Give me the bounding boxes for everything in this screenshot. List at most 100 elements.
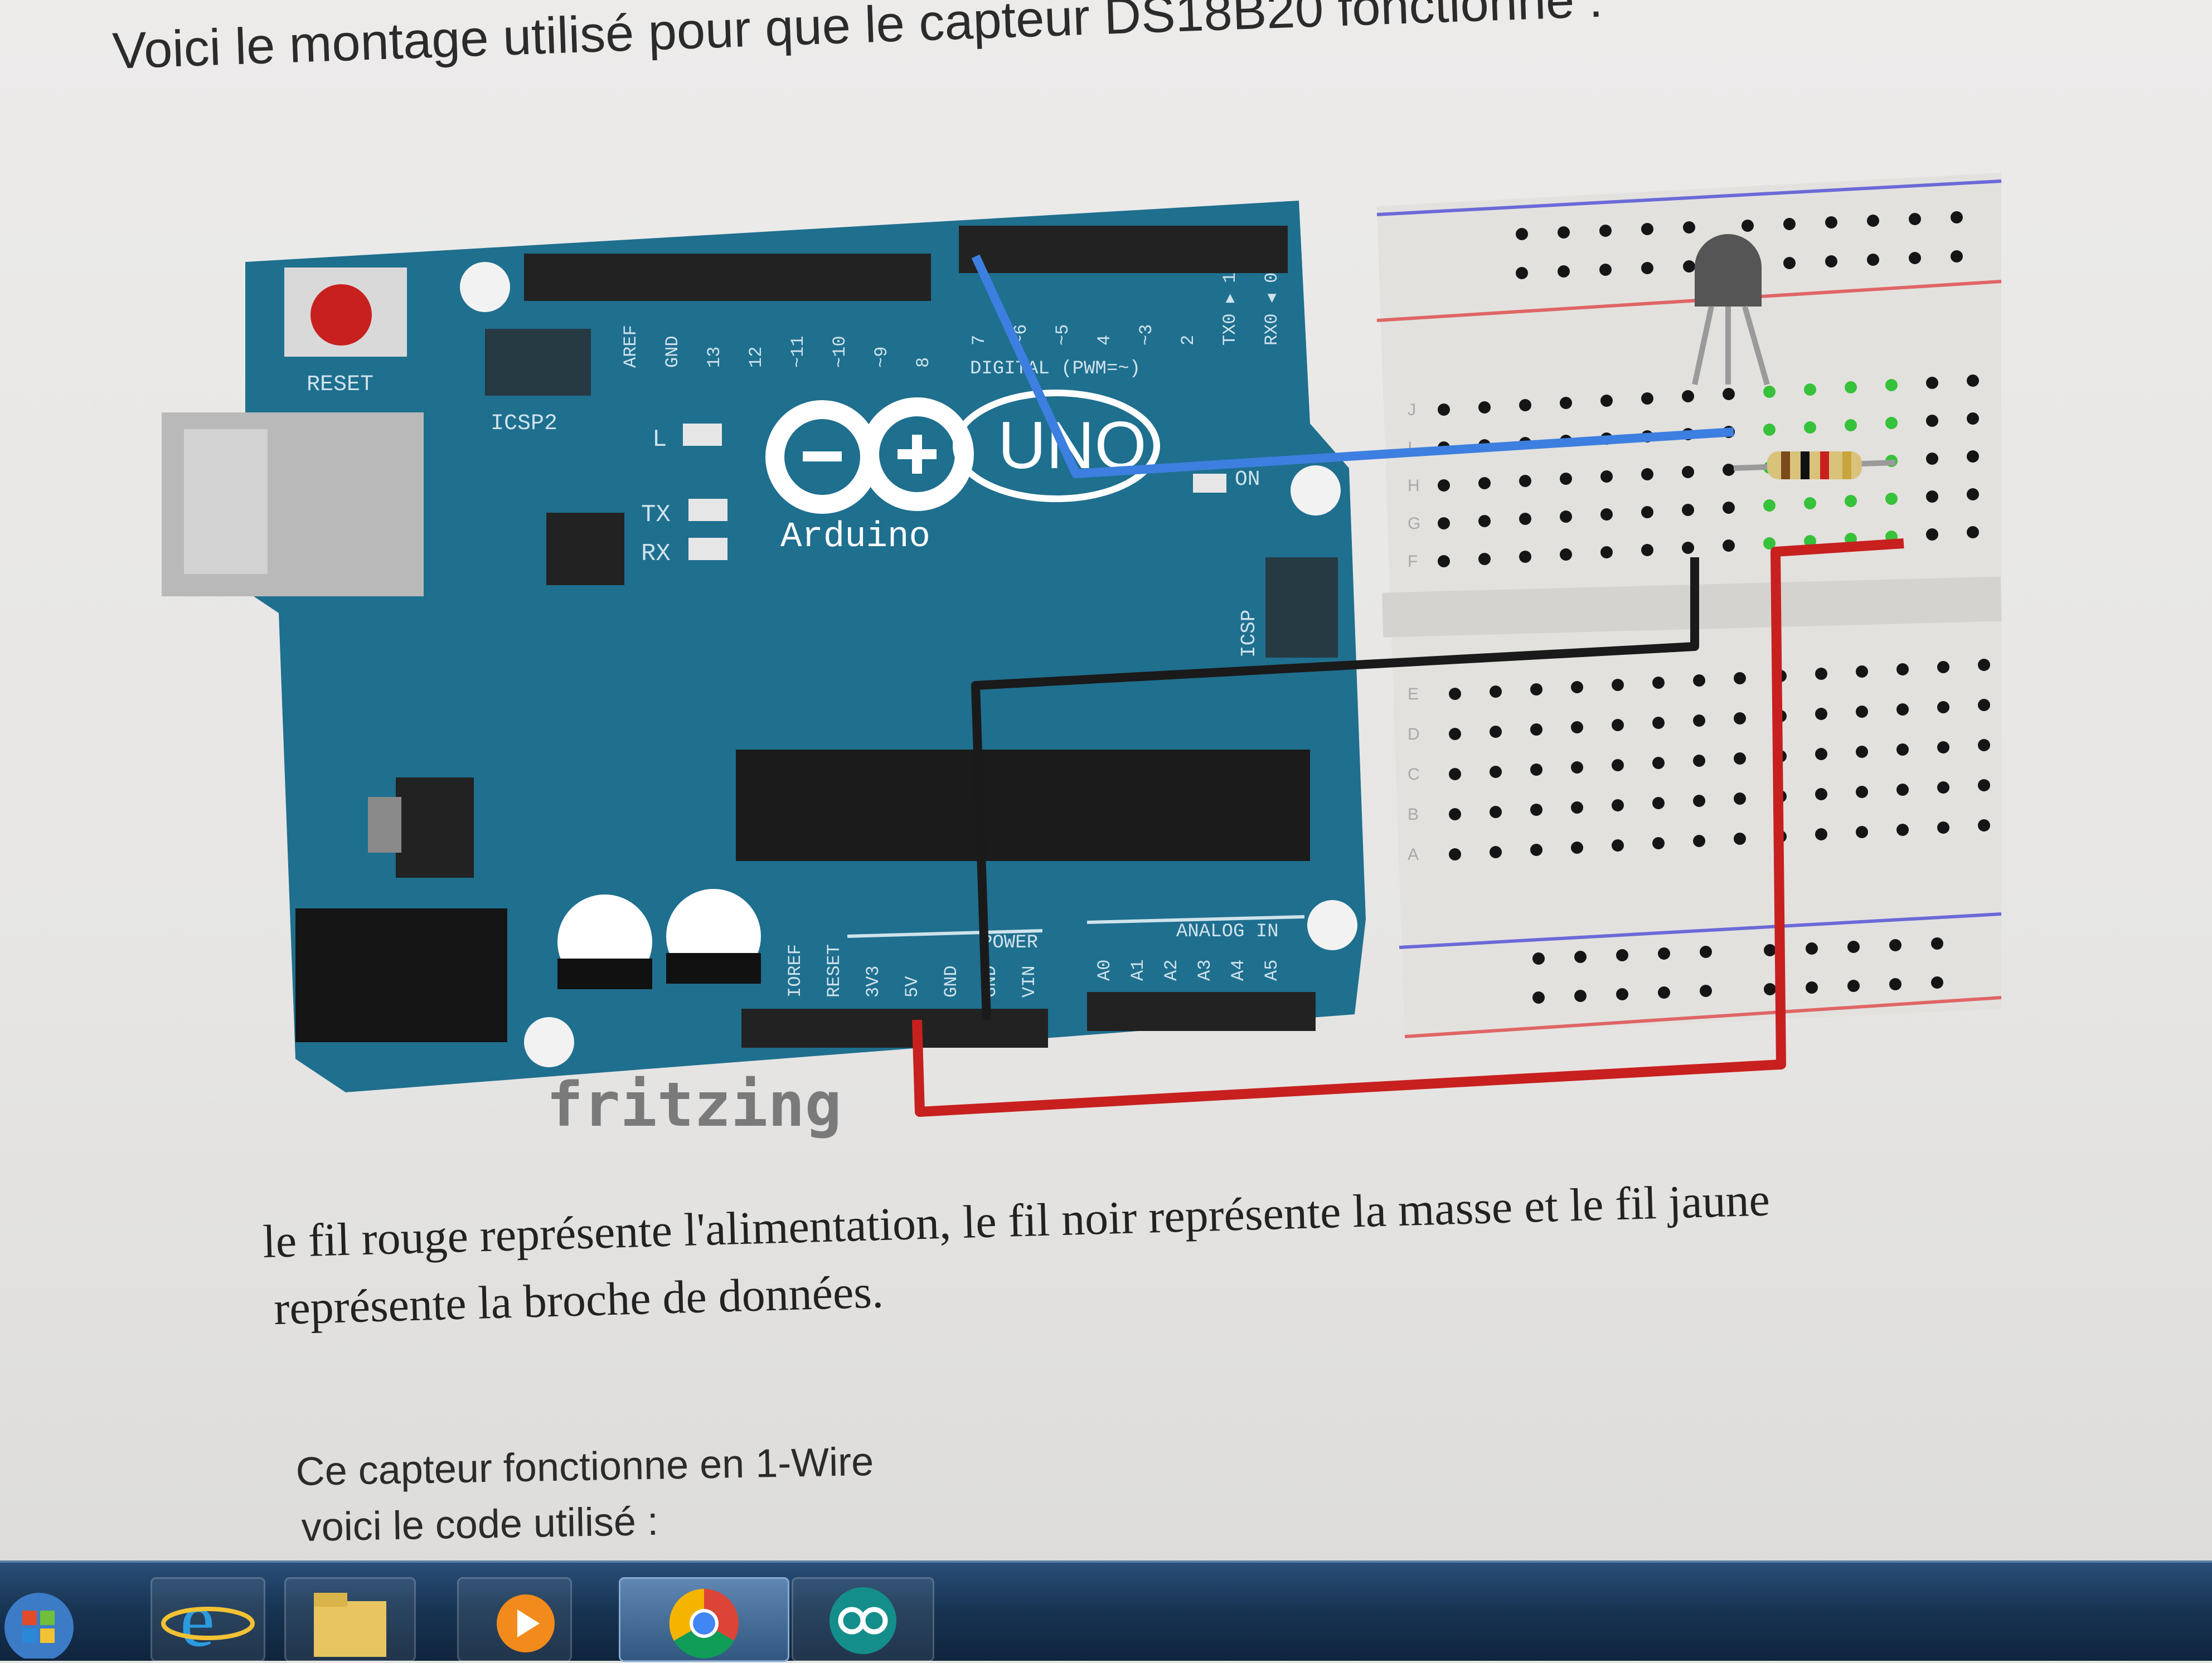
breadboard-hole bbox=[1641, 262, 1653, 274]
breadboard-hole bbox=[1847, 980, 1860, 992]
breadboard-hole bbox=[1693, 795, 1705, 807]
pin-label: ~3 bbox=[1136, 324, 1157, 346]
taskbar-chrome-button[interactable] bbox=[619, 1577, 789, 1662]
breadboard-hole bbox=[1734, 752, 1746, 765]
breadboard-hole bbox=[1723, 388, 1735, 400]
breadboard-hole bbox=[1652, 717, 1665, 729]
breadboard-hole bbox=[1519, 475, 1531, 487]
breadboard-hole bbox=[1889, 939, 1901, 951]
breadboard-hole bbox=[1693, 714, 1705, 727]
breadboard-hole bbox=[1478, 477, 1491, 489]
breadboard-hole bbox=[1937, 781, 1949, 794]
breadboard-hole bbox=[1856, 786, 1868, 798]
pin-label: A1 bbox=[1128, 960, 1148, 981]
breadboard-hole bbox=[1723, 539, 1735, 552]
breadboard-hole bbox=[1652, 677, 1665, 689]
breadboard-hole bbox=[1600, 546, 1613, 558]
breadboard-hole bbox=[1764, 944, 1776, 956]
power-jack bbox=[295, 908, 507, 1042]
taskbar-ie-button[interactable]: e bbox=[151, 1577, 265, 1663]
breadboard-row-letter: A bbox=[1408, 845, 1419, 864]
breadboard-hole bbox=[1763, 499, 1776, 512]
breadboard-hole bbox=[1847, 941, 1860, 953]
breadboard-hole bbox=[1951, 250, 1963, 262]
breadboard-hole bbox=[1856, 665, 1868, 678]
pin-label: A2 bbox=[1161, 960, 1182, 981]
analog-header bbox=[1087, 992, 1316, 1031]
breadboard-hole bbox=[1449, 688, 1461, 700]
breadboard-hole bbox=[1530, 844, 1542, 856]
mounting-hole bbox=[1307, 900, 1357, 950]
breadboard-hole bbox=[1978, 739, 1990, 751]
pin-label: 4 bbox=[1094, 335, 1115, 346]
svg-text:e: e bbox=[180, 1579, 215, 1660]
breadboard-hole bbox=[1967, 375, 1979, 387]
breadboard-hole bbox=[1885, 493, 1898, 505]
breadboard-hole bbox=[1926, 415, 1938, 427]
note-line-2: voici le code utilisé : bbox=[301, 1499, 659, 1550]
breadboard-hole bbox=[1490, 806, 1502, 818]
breadboard-hole bbox=[1438, 517, 1450, 529]
breadboard-hole bbox=[1571, 761, 1583, 774]
analog-label: ANALOG IN bbox=[1176, 921, 1279, 942]
breadboard-hole bbox=[1532, 952, 1545, 965]
breadboard-hole bbox=[1532, 991, 1545, 1004]
reset-label: RESET bbox=[307, 372, 373, 397]
breadboard-hole bbox=[1612, 799, 1624, 811]
breadboard-hole bbox=[1909, 213, 1921, 225]
breadboard-hole bbox=[1641, 223, 1653, 235]
breadboard-row-letter: F bbox=[1408, 552, 1418, 571]
breadboard-hole bbox=[1558, 265, 1570, 278]
arduino-brand: Arduino bbox=[780, 517, 930, 557]
breadboard-hole bbox=[1616, 988, 1628, 1000]
breadboard-hole bbox=[1896, 663, 1909, 675]
regulator bbox=[396, 777, 474, 878]
breadboard-hole bbox=[1937, 821, 1949, 834]
breadboard-hole bbox=[1682, 466, 1694, 478]
breadboard-hole bbox=[1867, 254, 1879, 266]
breadboard-hole bbox=[1612, 679, 1624, 691]
breadboard-hole bbox=[1804, 535, 1816, 547]
breadboard-hole bbox=[1806, 981, 1818, 994]
taskbar-arduino-button[interactable] bbox=[792, 1577, 934, 1662]
pin-label: 8 bbox=[913, 357, 934, 368]
breadboard-hole bbox=[1490, 766, 1502, 778]
breadboard-hole bbox=[1449, 728, 1461, 740]
breadboard-hole bbox=[1558, 226, 1570, 239]
breadboard-hole bbox=[1530, 764, 1542, 776]
breadboard-hole bbox=[1967, 412, 1979, 425]
top-header-right bbox=[959, 226, 1288, 273]
pin-label: ~5 bbox=[1052, 324, 1073, 346]
breadboard-hole bbox=[1931, 937, 1943, 950]
start-button[interactable] bbox=[0, 1577, 95, 1662]
breadboard-hole bbox=[1682, 390, 1694, 402]
breadboard-hole bbox=[1926, 490, 1938, 503]
breadboard-hole bbox=[1937, 741, 1949, 753]
pin-label: IOREF bbox=[785, 944, 806, 998]
pin-label: GND bbox=[941, 965, 962, 998]
breadboard-hole bbox=[1658, 986, 1670, 999]
breadboard-hole bbox=[1560, 510, 1572, 523]
breadboard-hole bbox=[1519, 513, 1531, 525]
breadboard-hole bbox=[1967, 450, 1979, 463]
breadboard-hole bbox=[1742, 220, 1754, 232]
breadboard-hole bbox=[1683, 221, 1695, 234]
breadboard-hole bbox=[1682, 504, 1694, 516]
pin-label: AREF bbox=[620, 325, 641, 368]
breadboard-hole bbox=[1815, 748, 1827, 760]
breadboard-hole bbox=[1723, 464, 1735, 476]
rx-label: RX bbox=[641, 540, 671, 568]
microcontroller bbox=[736, 750, 1310, 861]
breadboard-hole bbox=[1438, 555, 1450, 567]
breadboard-hole bbox=[1571, 801, 1583, 814]
taskbar-explorer-button[interactable] bbox=[284, 1577, 416, 1662]
breadboard-hole bbox=[1616, 949, 1628, 961]
mounting-hole bbox=[460, 262, 510, 312]
breadboard-hole bbox=[1490, 685, 1502, 698]
data-wire bbox=[971, 254, 1734, 478]
breadboard-hole bbox=[1700, 985, 1712, 997]
breadboard-hole bbox=[1978, 779, 1990, 791]
breadboard-hole bbox=[1815, 668, 1827, 680]
taskbar-media-button[interactable] bbox=[457, 1577, 572, 1662]
breadboard-hole bbox=[1641, 468, 1653, 480]
